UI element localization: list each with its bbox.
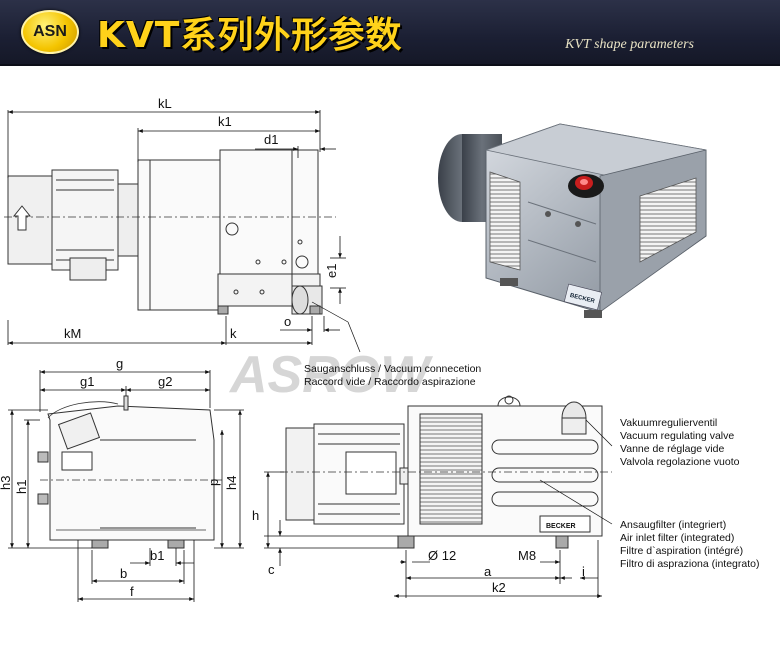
dim-h1: h1	[14, 480, 29, 494]
technical-drawing: ASROW	[0, 96, 759, 602]
dim-f: f	[130, 584, 134, 599]
side-view-drawing	[4, 149, 336, 315]
dim-b1: b1	[150, 548, 164, 563]
dim-k: k	[230, 326, 237, 341]
front-view-drawing	[280, 395, 612, 549]
front-nameplate-text: BECKER	[546, 523, 576, 530]
valve-note-line-1: Vakuumregulierventil	[620, 417, 717, 429]
dim-g2: g2	[158, 374, 172, 389]
page-subtitle: KVT shape parameters	[565, 37, 694, 52]
dim-o: o	[284, 314, 291, 329]
header-banner: ASN KVT系列外形参数 KVT shape parameters	[0, 0, 780, 66]
filter-note-line-1: Ansaugfilter (integriert)	[620, 519, 726, 531]
valve-note-line-3: Vanne de réglage vide	[620, 443, 724, 455]
dim-M8: M8	[518, 548, 536, 563]
dim-e1: e1	[324, 264, 339, 278]
dim-diameter-12: Ø 12	[428, 548, 456, 563]
dim-h: h	[252, 508, 259, 523]
page-title: KVT系列外形参数	[97, 15, 403, 56]
asn-logo: ASN	[21, 10, 79, 54]
dim-kM: kM	[64, 326, 81, 341]
dim-c: c	[268, 562, 275, 577]
filter-note-line-4: Filtro di aspraziona (integrato)	[620, 558, 759, 570]
dim-d1: d1	[264, 132, 278, 147]
pump-photo: BECKER	[438, 123, 707, 318]
filter-note-line-3: Filtre d`aspiration (intégré)	[620, 545, 743, 557]
side-view-dimensions	[7, 110, 361, 353]
dim-g: g	[116, 356, 123, 371]
dim-i: i	[582, 564, 585, 579]
dim-kL: kL	[158, 96, 172, 111]
end-view-drawing	[37, 395, 222, 549]
dim-g1: g1	[80, 374, 94, 389]
filter-note-line-2: Air inlet filter (integrated)	[620, 532, 734, 544]
dim-h4: h4	[224, 476, 239, 490]
dim-h3: h3	[0, 476, 13, 490]
valve-note-line-2: Vacuum regulating valve	[620, 430, 734, 442]
watermark-text: ASROW	[228, 346, 433, 404]
dim-k1: k1	[218, 114, 232, 129]
front-view-dimensions	[264, 419, 613, 598]
dim-b: b	[120, 566, 127, 581]
suction-note-line-2: Raccord vide / Raccordo aspirazione	[304, 376, 476, 388]
valve-note-line-4: Valvola regolazione vuoto	[620, 456, 740, 468]
dim-a: a	[484, 564, 492, 579]
dim-k2: k2	[492, 580, 506, 595]
dim-p: p	[206, 479, 221, 486]
end-view-dimensions	[8, 370, 244, 602]
suction-note-line-1: Sauganschluss / Vacuum connecetion	[304, 363, 481, 375]
